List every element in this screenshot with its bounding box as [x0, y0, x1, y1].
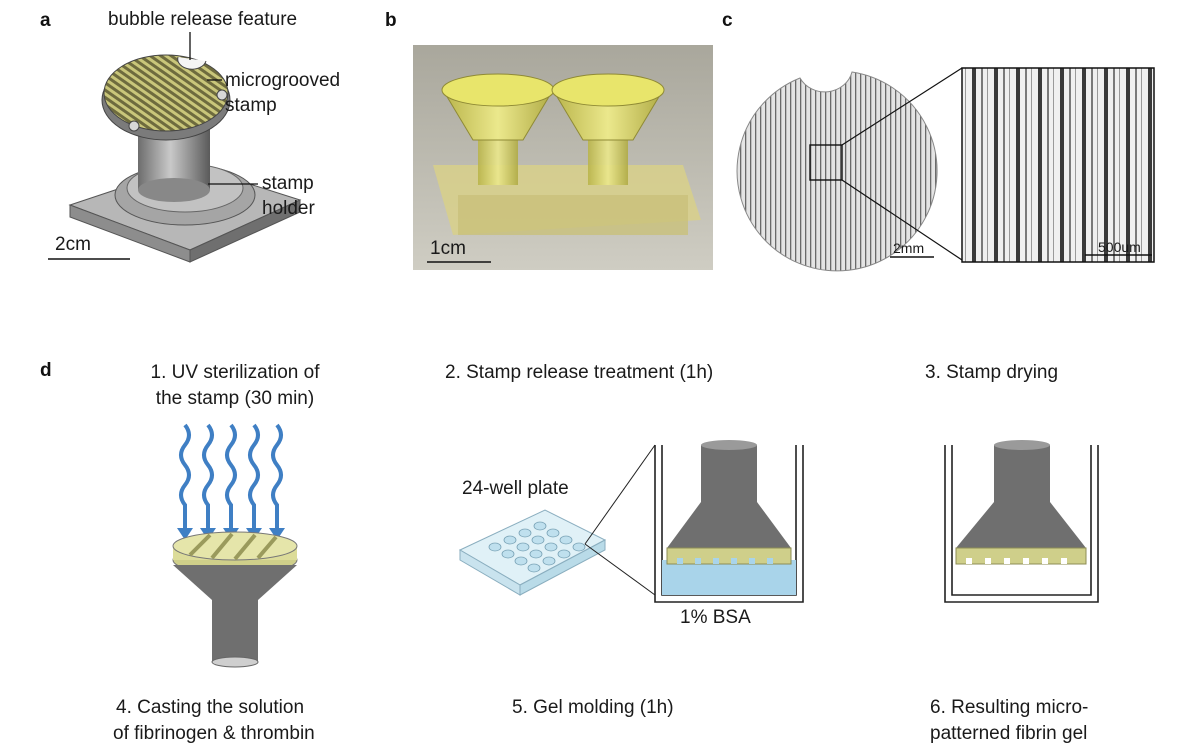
- scale-label-c-right: 500um: [1098, 239, 1141, 255]
- zoomed-grooves: [961, 67, 1155, 263]
- bubble-release-notch: [177, 56, 207, 70]
- well-wall: [654, 445, 804, 603]
- panel-letter-a: a: [40, 10, 51, 31]
- label-bubble-release: bubble release feature: [108, 9, 298, 30]
- scale-label-c-left: 2mm: [893, 240, 925, 256]
- panel-c-micrographs: [736, 67, 1155, 272]
- step1-title-line2: the stamp (30 min): [155, 388, 315, 409]
- step4-title-line1: 4. Casting the solution: [116, 697, 305, 718]
- funnel-cone: [173, 565, 297, 600]
- panel-letter-b: b: [385, 10, 397, 31]
- stamp-photo-left-stem: [478, 135, 518, 185]
- stamp-photo-right-stem: [588, 135, 628, 185]
- holder-base-side-right: [189, 199, 301, 263]
- scale-label-b: 1cm: [430, 238, 466, 259]
- label-microgrooved: microgrooved: [225, 70, 341, 91]
- panel-a-render: [48, 32, 302, 263]
- label-holder-1: stamp: [262, 173, 314, 194]
- step3-title: 3. Stamp drying: [925, 362, 1059, 383]
- step2-title: 2. Stamp release treatment (1h): [445, 362, 714, 383]
- bsa-liquid: [662, 560, 796, 595]
- microgrooved-stamp-disk: [103, 54, 229, 132]
- label-holder-2: holder: [262, 198, 315, 219]
- label-24-well-plate: 24-well plate: [462, 478, 569, 499]
- step6-title-line1: 6. Resulting micro-: [930, 697, 1089, 718]
- label-stamp: stamp: [225, 95, 277, 116]
- uv-sterilization-illustration: [172, 423, 298, 668]
- stamp-disk-micrograph: [736, 71, 938, 272]
- stamp-drying-illustration: [944, 440, 1099, 603]
- step4-title-line2: of fibrinogen & thrombin: [113, 723, 315, 744]
- step5-title: 5. Gel molding (1h): [512, 697, 674, 718]
- panel-b-photo: [413, 45, 713, 270]
- label-bsa: 1% BSA: [680, 607, 751, 628]
- release-treatment-illustration: [458, 440, 804, 603]
- panel-letter-d: d: [40, 360, 52, 381]
- funnel-stem: [212, 600, 258, 662]
- uv-arrows: [179, 423, 283, 530]
- scale-label-a: 2cm: [55, 234, 91, 255]
- step1-title-line1: 1. UV sterilization of: [150, 362, 320, 383]
- step6-title-line2: patterned fibrin gel: [930, 723, 1088, 744]
- panel-letter-c: c: [722, 10, 733, 31]
